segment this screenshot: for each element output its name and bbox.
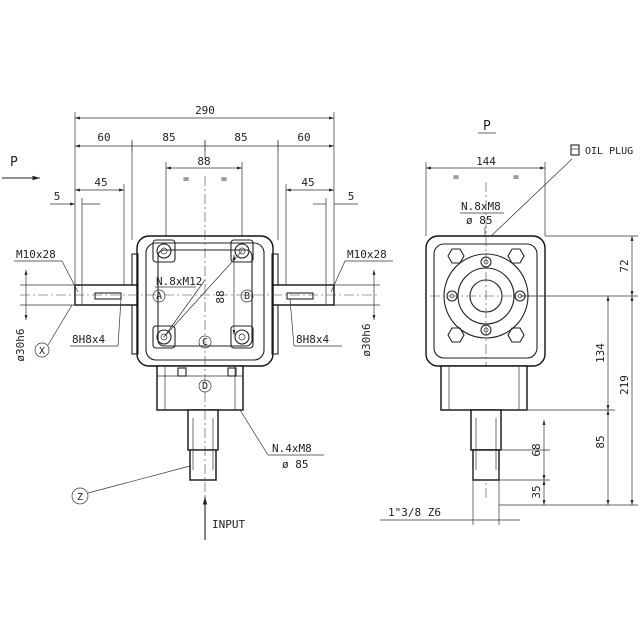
view-label-p-left: P xyxy=(10,155,18,170)
oil-plug-icon xyxy=(570,144,580,156)
side-input-shaft xyxy=(470,409,502,451)
marker-a: A xyxy=(156,291,162,302)
dim-side-35: 35 xyxy=(530,485,543,498)
dim-seg-60-left: 60 xyxy=(97,131,110,144)
side-base xyxy=(440,365,528,411)
dim-seg-85-left: 85 xyxy=(162,131,175,144)
marker-d: D xyxy=(202,381,208,392)
svg-text:=: = xyxy=(183,174,189,185)
gearbox-base xyxy=(156,365,244,411)
side-hex-bolts xyxy=(447,248,525,343)
dim-overall-width: 290 xyxy=(195,104,215,117)
dim-side-85: 85 xyxy=(594,435,607,448)
dim-key-offset-right: 45 xyxy=(301,176,314,189)
dim-shaft-dia-right: ø30h6 xyxy=(360,323,373,356)
front-view: 290 60 85 85 60 88 = = P 45 45 xyxy=(2,104,393,540)
dim-vertical-88: 88 xyxy=(214,290,227,303)
dim-side-width: 144 xyxy=(476,155,496,168)
label-thread-left: M10x28 xyxy=(16,248,56,261)
dim-chamfer-right: 5 xyxy=(348,190,355,203)
svg-text:=: = xyxy=(221,174,227,185)
dim-seg-60-right: 60 xyxy=(297,131,310,144)
label-bottom-holes: N.4xM8 xyxy=(272,442,312,455)
dim-key-offset-left: 45 xyxy=(94,176,107,189)
marker-x: X xyxy=(39,346,45,357)
svg-text:=: = xyxy=(453,172,459,183)
oil-plug-label: OIL PLUG xyxy=(585,146,633,157)
input-label: INPUT xyxy=(212,518,245,531)
dim-chamfer-left: 5 xyxy=(54,190,61,203)
flange-bolts xyxy=(152,239,254,349)
marker-c: C xyxy=(202,337,208,348)
dim-side-72: 72 xyxy=(618,259,631,272)
label-keyway-left: 8H8x4 xyxy=(72,333,105,346)
view-label-p-right: P xyxy=(483,119,491,134)
dim-side-219: 219 xyxy=(618,375,631,395)
side-view: P OIL PLUG 144 = = N.8xM8 ø 85 xyxy=(380,119,638,525)
svg-text:=: = xyxy=(513,172,519,183)
marker-z: Z xyxy=(77,492,83,503)
label-thread-right: M10x28 xyxy=(347,248,387,261)
label-spline: 1"3/8 Z6 xyxy=(388,506,441,519)
label-side-pcd: ø 85 xyxy=(466,214,493,227)
input-shaft xyxy=(187,409,219,451)
input-shaft-spline xyxy=(189,449,217,481)
dim-side-68: 68 xyxy=(530,443,543,456)
dim-shaft-dia-left: ø30h6 xyxy=(14,328,27,361)
dim-seg-85-right: 85 xyxy=(234,131,247,144)
label-keyway-right: 8H8x4 xyxy=(296,333,329,346)
side-input-spline xyxy=(472,449,500,481)
dim-bolt-span: 88 xyxy=(197,155,210,168)
label-flange-holes: N.8xM12 xyxy=(156,275,202,288)
marker-b: B xyxy=(244,291,250,302)
label-bottom-pcd: ø 85 xyxy=(282,458,309,471)
dim-side-134: 134 xyxy=(594,343,607,363)
label-side-holes: N.8xM8 xyxy=(461,200,501,213)
